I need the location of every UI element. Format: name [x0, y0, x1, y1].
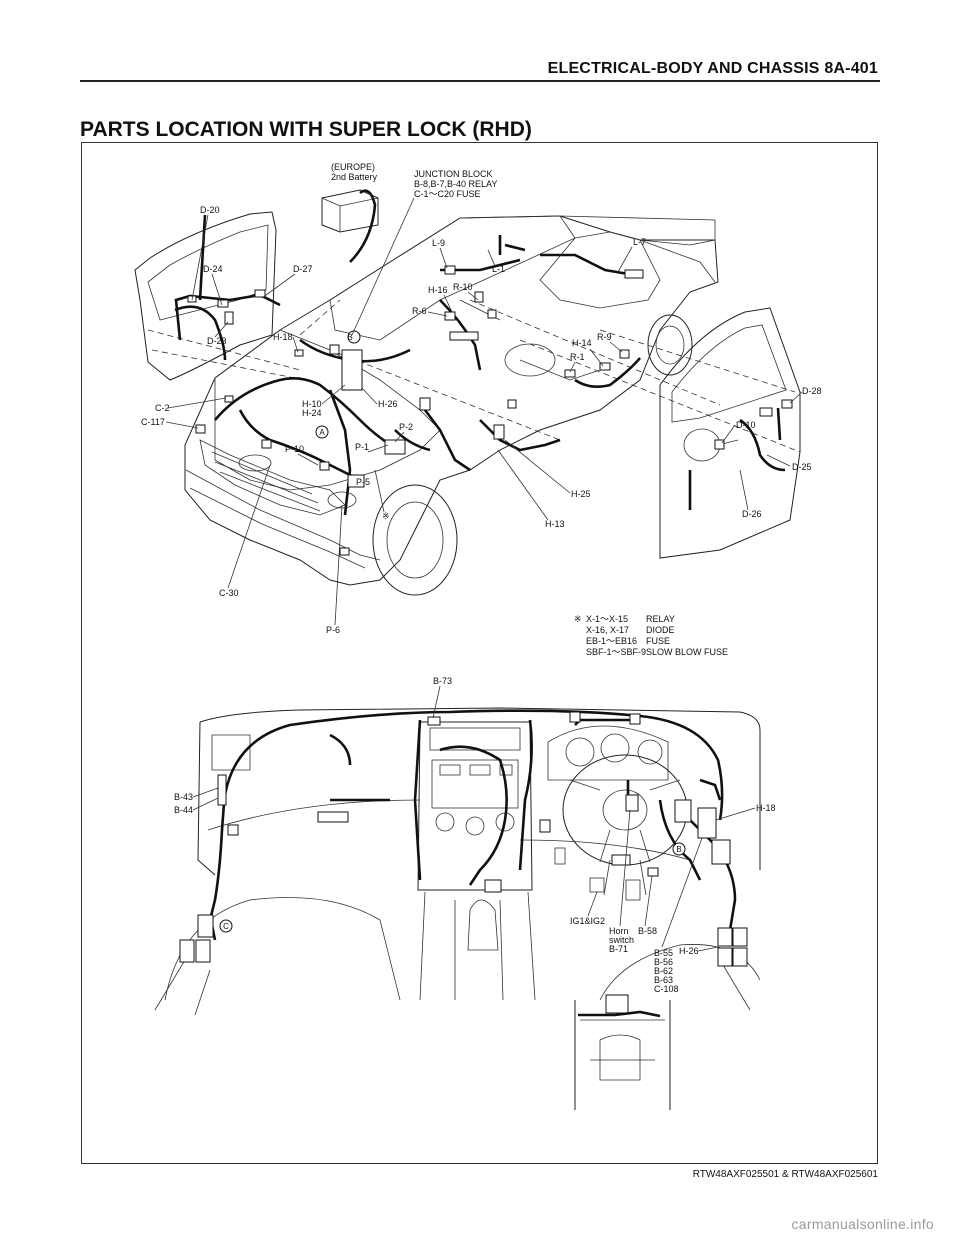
label-h25: H-25	[571, 489, 591, 499]
label-horn-line2: switch	[609, 935, 634, 945]
label-d24: D-24	[203, 264, 223, 274]
label-r1: R-1	[570, 352, 585, 362]
label-h14: H-14	[572, 338, 592, 348]
label-h24: H-24	[302, 408, 322, 418]
label-b71: B-71	[609, 944, 628, 954]
page-header-title: ELECTRICAL-BODY AND CHASSIS 8A-401	[547, 60, 878, 77]
label-r9: R-9	[597, 332, 612, 342]
legend-desc-2: FUSE	[646, 636, 670, 646]
junction-note-line2: B-8,B-7,B-40 RELAY	[414, 179, 497, 189]
label-d23: D-23	[207, 336, 227, 346]
label-d27: D-27	[293, 264, 313, 274]
label-d10: D-10	[736, 420, 756, 430]
junction-note-line1: JUNCTION BLOCK	[414, 169, 493, 179]
legend-desc-0: RELAY	[646, 614, 675, 624]
label-p6: P-6	[326, 625, 340, 635]
label-d26: D-26	[742, 509, 762, 519]
legend-codes-0: X-1～X-15	[586, 614, 628, 624]
legend-desc-1: DIODE	[646, 625, 675, 635]
label-r6: R-6	[412, 306, 427, 316]
battery-note-line1: (EUROPE)	[331, 162, 375, 172]
label-h26: H-26	[378, 399, 398, 409]
circle-label-a: A	[319, 428, 325, 437]
page-heading: PARTS LOCATION WITH SUPER LOCK (RHD)	[80, 118, 532, 141]
label-c117: C-117	[141, 417, 165, 427]
label-b44: B-44	[174, 805, 193, 815]
label-b62: B-62	[654, 966, 673, 976]
header-rule	[80, 80, 880, 82]
label-c2: C-2	[155, 403, 170, 413]
legend: ※ X-1～X-15 RELAY X-16, X-17 DIODE EB-1～E…	[574, 614, 728, 657]
label-ig: IG1&IG2	[570, 916, 605, 926]
label-d20: D-20	[200, 205, 220, 215]
label-h18-lower: H-18	[756, 803, 776, 813]
label-l9: L-9	[432, 238, 445, 248]
label-p5: P-5	[356, 477, 370, 487]
upper-labels: (EUROPE) 2nd Battery JUNCTION BLOCK B-8,…	[141, 162, 822, 635]
label-b56: B-56	[654, 957, 673, 967]
figure-code: RTW48AXF025501 & RTW48AXF025601	[692, 1169, 878, 1180]
watermark: carmanualsonline.info	[791, 1216, 934, 1232]
label-b43: B-43	[174, 792, 193, 802]
label-r10: R-10	[453, 282, 473, 292]
legend-desc-3: SLOW BLOW FUSE	[646, 647, 728, 657]
label-b73: B-73	[433, 676, 452, 686]
figure-frame	[81, 142, 878, 1164]
circle-label-b: B	[347, 333, 352, 342]
label-h13: H-13	[545, 519, 565, 529]
lower-labels: B-73 B-43 B-44 H-18 IG1&IG2 Horn switch …	[174, 676, 776, 994]
legend-mark: ※	[574, 614, 582, 624]
label-b58: B-58	[638, 926, 657, 936]
circle-label-b-lower: B	[676, 845, 681, 854]
label-b63: B-63	[654, 975, 673, 985]
label-h16: H-16	[428, 285, 448, 295]
label-d25: D-25	[792, 462, 812, 472]
label-c30: C-30	[219, 588, 239, 598]
battery-note-line2: 2nd Battery	[331, 172, 378, 182]
legend-codes-3: SBF-1～SBF-9	[586, 647, 646, 657]
label-horn-line1: Horn	[609, 926, 629, 936]
label-p10: P-10	[285, 444, 304, 454]
circle-label-c: C	[223, 922, 229, 931]
label-b55: B-55	[654, 948, 673, 958]
label-p1: P-1	[355, 442, 369, 452]
dashboard-illustration	[154, 707, 761, 1110]
label-c108: C-108	[654, 984, 679, 994]
label-l7: L-7	[633, 237, 646, 247]
vehicle-illustration	[134, 189, 801, 596]
junction-note-line3: C-1～C20 FUSE	[414, 189, 481, 199]
label-d28: D-28	[802, 386, 822, 396]
label-h18: H-18	[273, 332, 293, 342]
label-p2: P-2	[399, 422, 413, 432]
label-l1: L-1	[492, 264, 505, 274]
legend-codes-2: EB-1～EB16	[586, 636, 637, 646]
label-mark: ※	[382, 511, 390, 521]
label-h10: H-10	[302, 399, 322, 409]
label-h26-lower: H-26	[679, 946, 699, 956]
legend-codes-1: X-16, X-17	[586, 625, 629, 635]
